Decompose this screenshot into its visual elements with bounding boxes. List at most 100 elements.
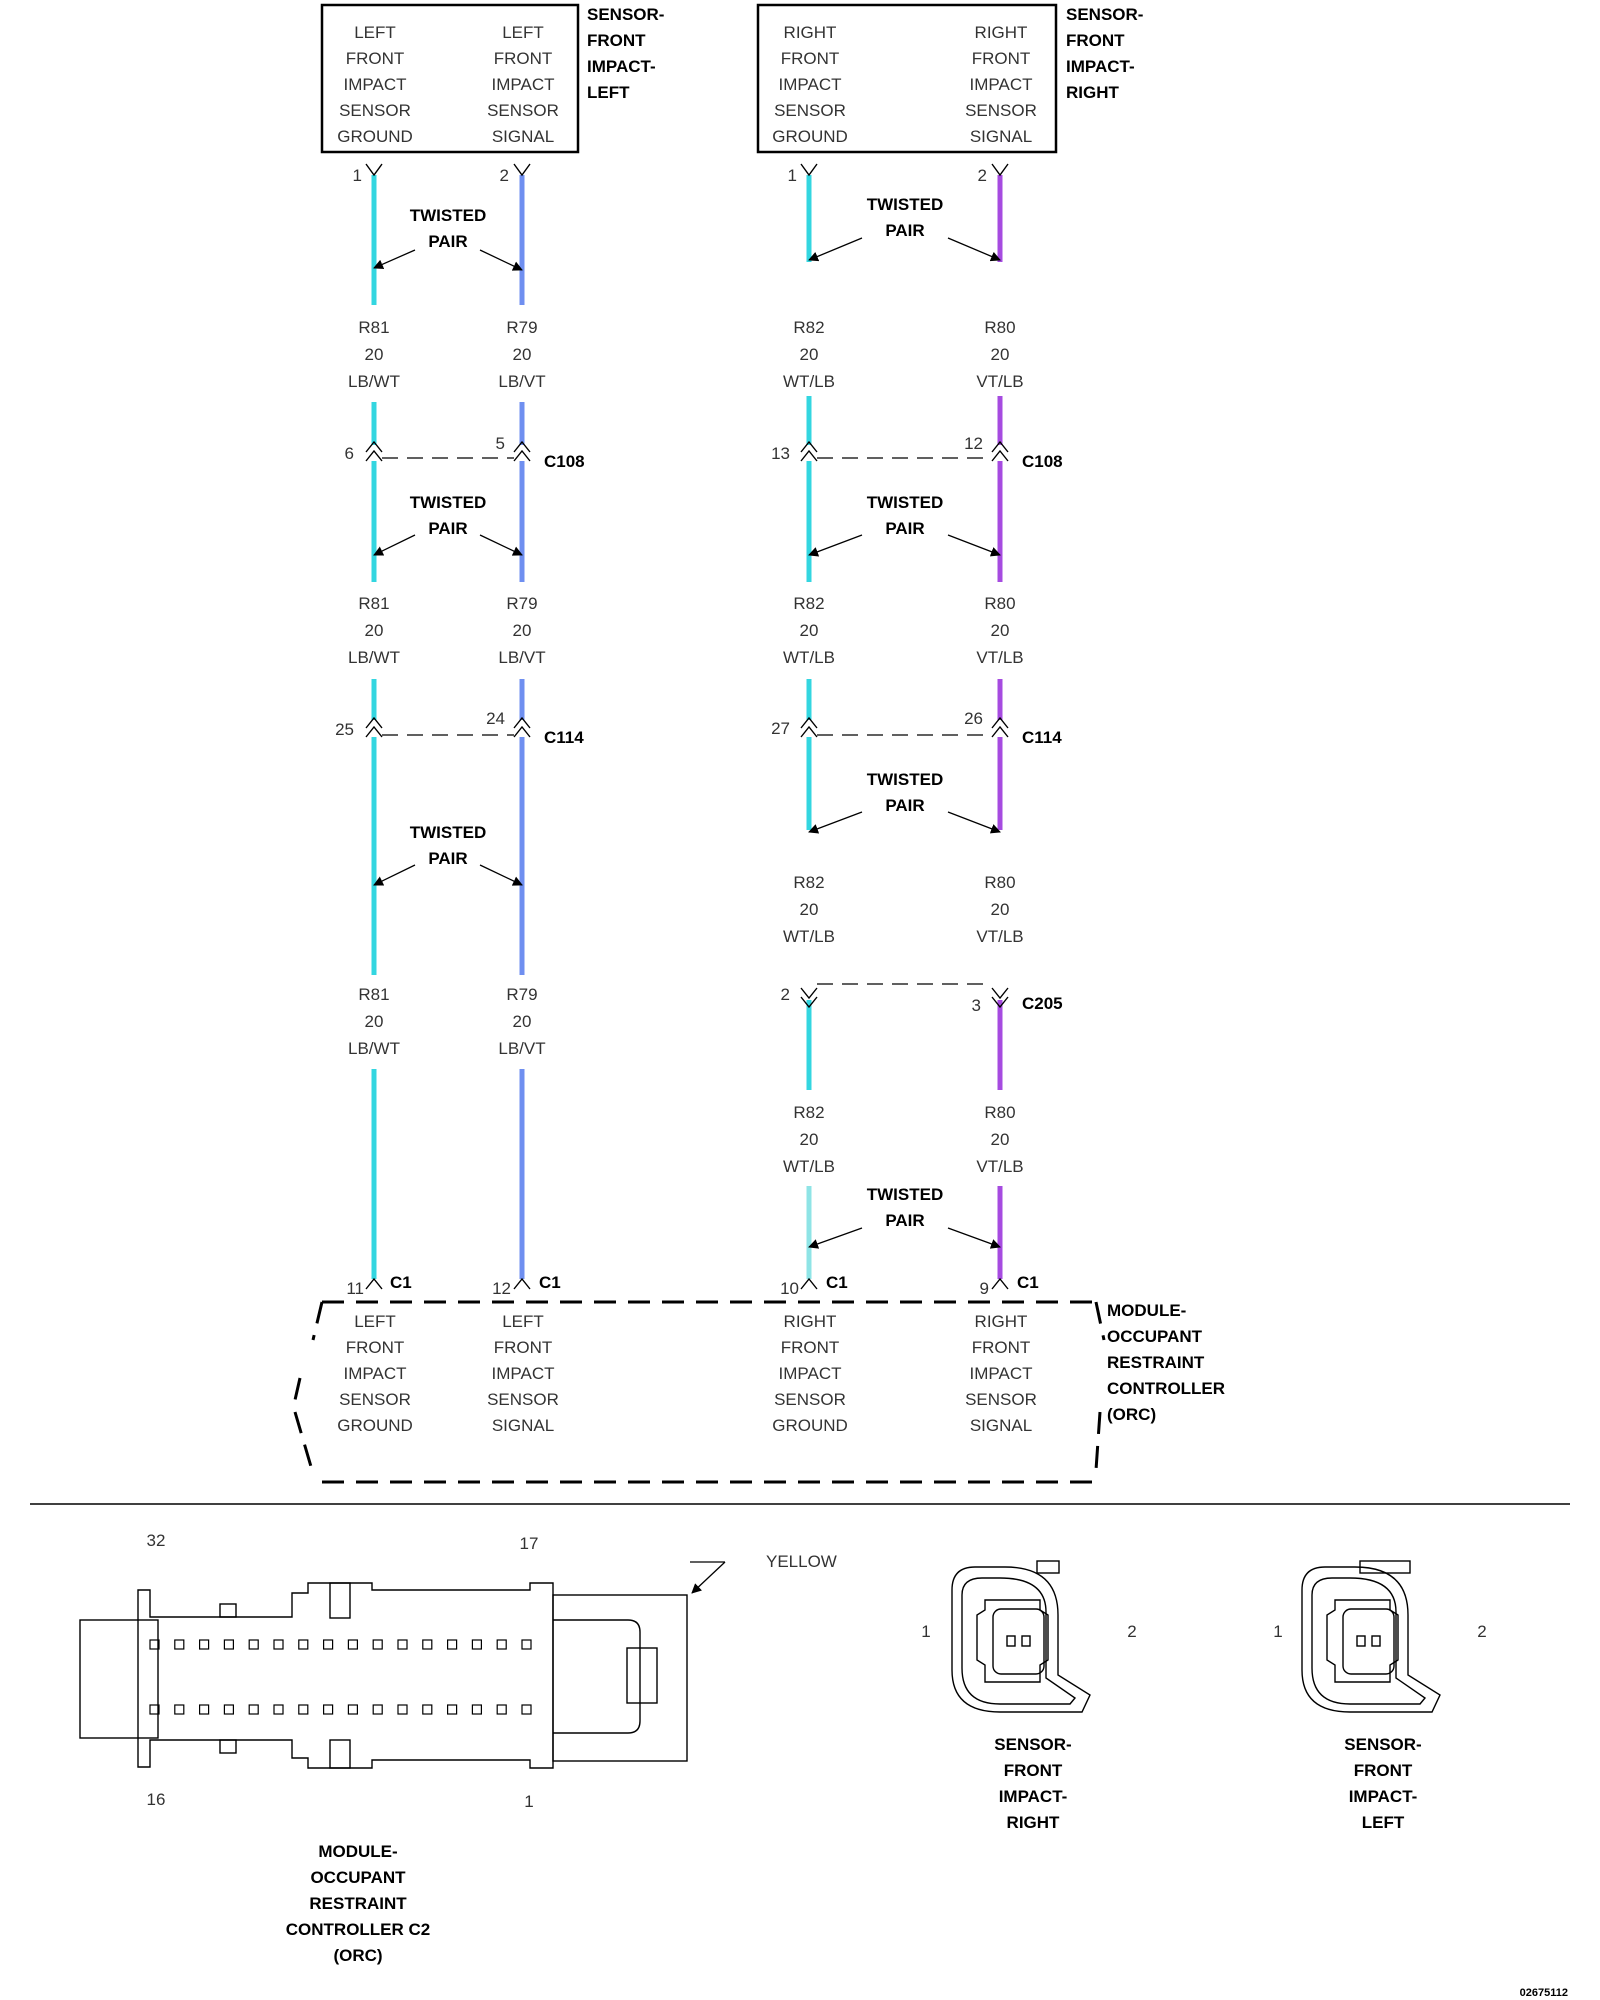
module-pin-desc: FRONT — [346, 1338, 405, 1357]
pin-cavity — [298, 1704, 309, 1715]
wire-label-line: 20 — [800, 345, 819, 364]
pin-cavity — [174, 1704, 185, 1715]
title-line: CONTROLLER — [1107, 1379, 1225, 1398]
pin-cavity — [372, 1704, 383, 1715]
twisted-pair-text: PAIR — [428, 519, 467, 538]
wire-label-line: 20 — [991, 1130, 1010, 1149]
twisted-pair-text: TWISTED — [410, 206, 487, 225]
wire-label-line: R79 — [506, 594, 537, 613]
wire-label-line: LB/VT — [498, 372, 545, 391]
pin-cavity — [223, 1704, 234, 1715]
connector-c1: 11 12 10 9 C1 C1 C1 C1 — [346, 1273, 1038, 1298]
wire-label-line: R80 — [984, 318, 1015, 337]
pin-cavity — [174, 1639, 185, 1650]
wire-label-line: R82 — [793, 1103, 824, 1122]
sensor-front-impact-right-title: SENSOR- FRONT IMPACT- RIGHT — [1066, 5, 1143, 102]
title-line: IMPACT- — [1066, 57, 1135, 76]
sensor-left-pin2-desc: SENSOR — [487, 101, 559, 120]
connector-label: C1 — [390, 1273, 412, 1292]
sensor-left-pin1-desc: LEFT — [354, 23, 396, 42]
wire-segments — [371, 175, 1003, 1279]
pin-number: 11 — [346, 1279, 364, 1298]
title-line: OCCUPANT — [310, 1868, 406, 1887]
title-line: SENSOR- — [1344, 1735, 1421, 1754]
pin-cavity — [273, 1639, 284, 1650]
pin-number: 16 — [147, 1790, 166, 1809]
title-line: RIGHT — [1007, 1813, 1061, 1832]
sensor-right-pin2-desc: SIGNAL — [970, 127, 1032, 146]
title-line: IMPACT- — [999, 1787, 1068, 1806]
pin-number: 2 — [1127, 1622, 1136, 1641]
wire-label-line: R81 — [358, 594, 389, 613]
orc-c2-connector-view: 32 17 16 1 YELLOW — [79, 1531, 837, 1811]
wire-label-line: 20 — [991, 900, 1010, 919]
wire-label-line: R80 — [984, 873, 1015, 892]
sensor-left-pin2-desc: FRONT — [494, 49, 553, 68]
orc-c2-title: MODULE- OCCUPANT RESTRAINT CONTROLLER C2… — [286, 1842, 431, 1965]
pin-cavity — [422, 1639, 433, 1650]
connector-label: C108 — [544, 452, 585, 471]
sensor-right-pin2-desc: SENSOR — [965, 101, 1037, 120]
module-pin-desc: LEFT — [502, 1312, 544, 1331]
arrow-icon — [947, 534, 1001, 557]
pin-cavity — [273, 1704, 284, 1715]
pin-cavity — [149, 1704, 160, 1715]
pin-cavity — [347, 1704, 358, 1715]
sensor-left-pin2-desc: IMPACT — [492, 75, 555, 94]
pin-cavity — [521, 1704, 532, 1715]
wire-label-line: R80 — [984, 594, 1015, 613]
pin-number: 1 — [921, 1622, 930, 1641]
module-pin-desc: IMPACT — [492, 1364, 555, 1383]
pin-number: 10 — [780, 1279, 799, 1298]
arrow-icon — [808, 1227, 863, 1249]
module-pin-desc: FRONT — [972, 1338, 1031, 1357]
wire-label-line: WT/LB — [783, 927, 835, 946]
connector-c114: 25 24 C114 27 26 C114 — [335, 709, 1062, 747]
twisted-pair-text: TWISTED — [867, 770, 944, 789]
connector-label: C1 — [539, 1273, 561, 1292]
pin-cavity — [372, 1639, 383, 1650]
pin-cavity — [323, 1639, 334, 1650]
wire-label-line: 20 — [365, 1012, 384, 1031]
pin-cavity — [397, 1639, 408, 1650]
wire-label-line: 20 — [513, 345, 532, 364]
wire-label-line: R81 — [358, 318, 389, 337]
pin-number: 1 — [1273, 1622, 1282, 1641]
pin-number: 32 — [147, 1531, 166, 1550]
sensor-left-pin2-desc: SIGNAL — [492, 127, 554, 146]
pin-number: 2 — [781, 985, 790, 1004]
pin-number: 12 — [492, 1279, 511, 1298]
title-line: CONTROLLER C2 — [286, 1920, 431, 1939]
pin-number: 3 — [972, 996, 981, 1015]
pin-cavity — [496, 1704, 507, 1715]
title-line: FRONT — [1354, 1761, 1413, 1780]
twisted-pair-annotations: TWISTEDPAIRTWISTEDPAIRTWISTEDPAIRTWISTED… — [373, 195, 1001, 1249]
pin-cavity — [496, 1639, 507, 1650]
title-line: FRONT — [1004, 1761, 1063, 1780]
wire-label-line: LB/WT — [348, 372, 400, 391]
title-line: (ORC) — [333, 1946, 382, 1965]
twisted-pair-text: TWISTED — [867, 493, 944, 512]
orc-c2-pin-cavities — [149, 1639, 532, 1715]
module-pin-desc: SIGNAL — [492, 1416, 554, 1435]
twisted-pair-text: PAIR — [885, 519, 924, 538]
pin-cavity — [248, 1639, 259, 1650]
title-line: SENSOR- — [994, 1735, 1071, 1754]
title-line: FRONT — [1066, 31, 1125, 50]
wire-label-line: VT/LB — [976, 1157, 1023, 1176]
arrow-icon — [373, 534, 416, 556]
module-pin-desc: SENSOR — [487, 1390, 559, 1409]
module-pin-desc: GROUND — [337, 1416, 413, 1435]
title-line: SENSOR- — [587, 5, 664, 24]
arrow-icon — [479, 249, 523, 271]
pin-cavity — [323, 1704, 334, 1715]
module-pin-desc: SENSOR — [339, 1390, 411, 1409]
pin-number: 2 — [500, 166, 509, 185]
connector-c205: 2 3 C205 — [781, 983, 1063, 1015]
sensor-right-pin2-desc: FRONT — [972, 49, 1031, 68]
